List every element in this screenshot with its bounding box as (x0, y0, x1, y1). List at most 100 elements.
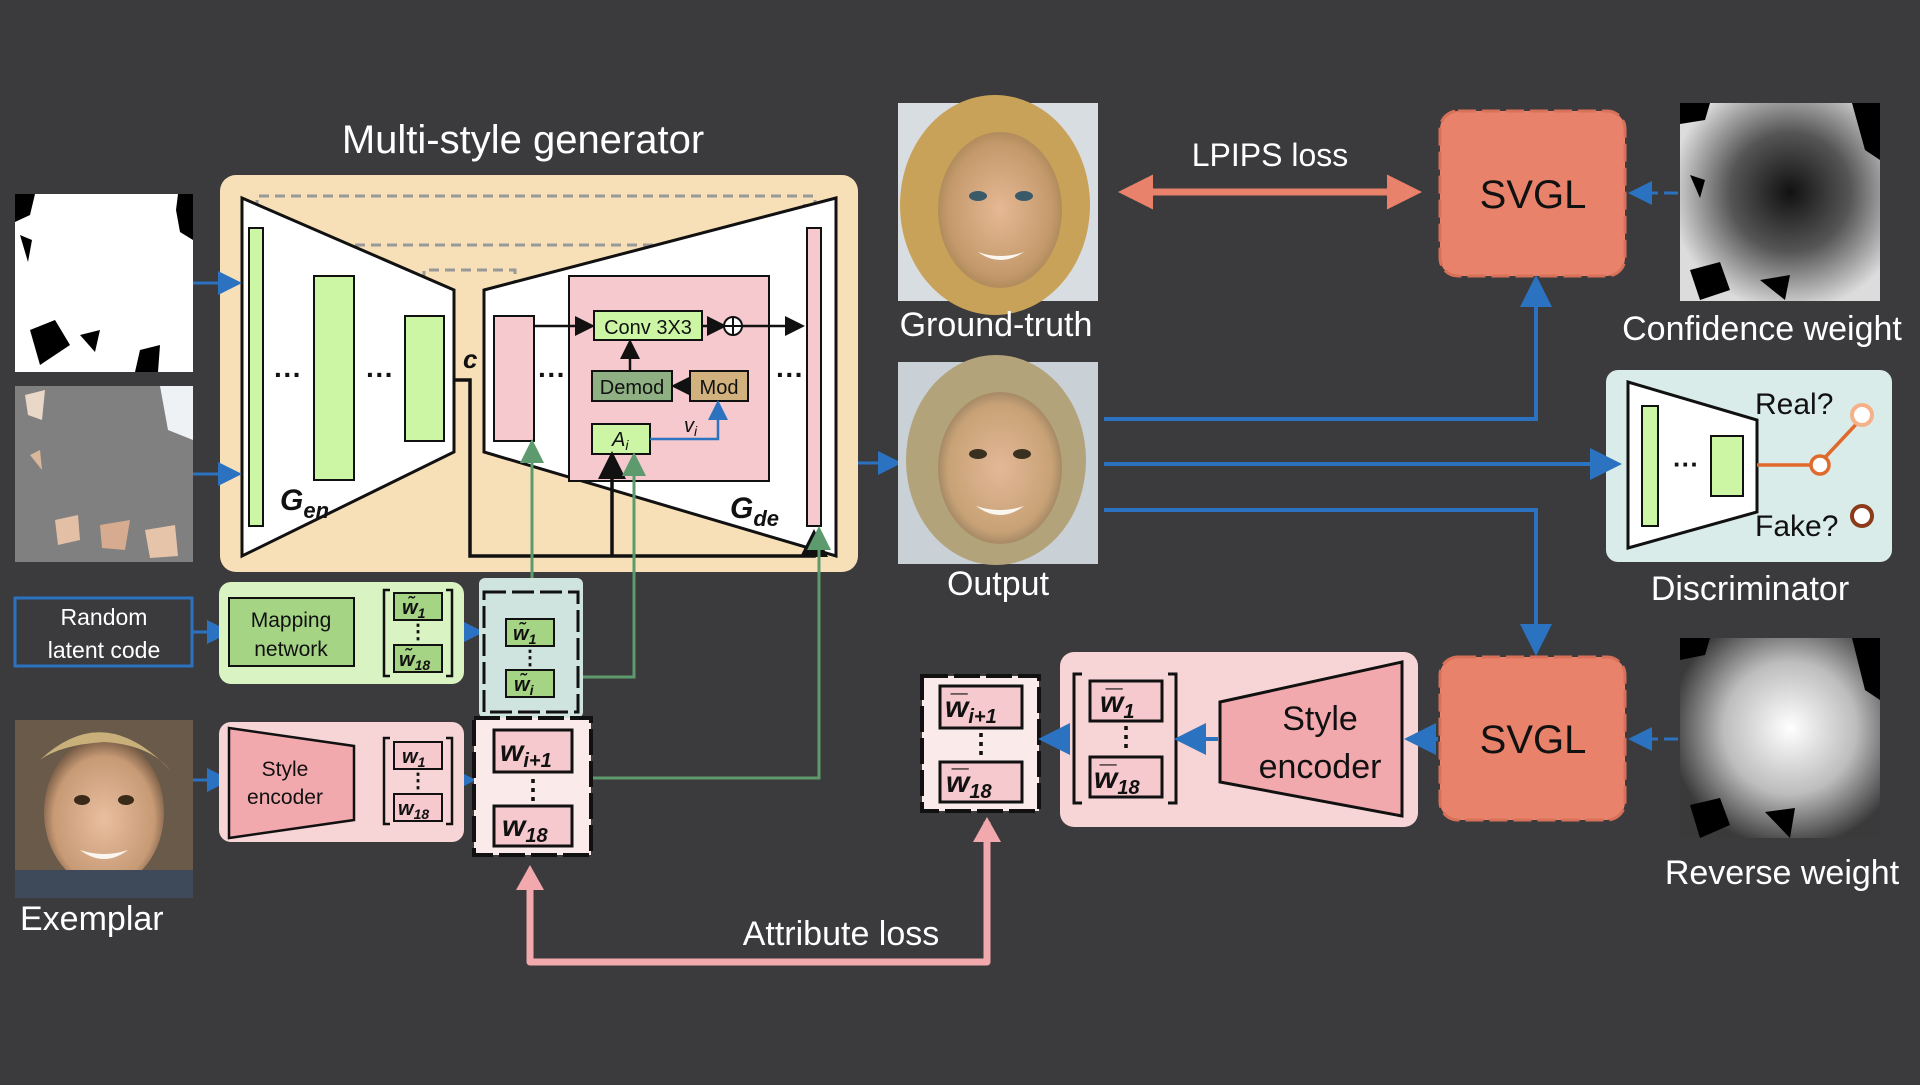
real-label: Real? (1755, 388, 1833, 421)
style-large-w18-box (1088, 755, 1164, 799)
mapping-w18-box (393, 644, 443, 673)
encoder-block-1 (248, 227, 264, 527)
v-label: vi (684, 415, 698, 439)
fake-label: Fake? (1755, 510, 1838, 543)
mapping-label-line2: network (254, 638, 328, 661)
encoder-dots-1: ··· (274, 359, 302, 390)
stack-vdots: ⋮ (968, 728, 994, 758)
attribute-loss-label: Attribute loss (743, 915, 940, 953)
output-image (898, 355, 1098, 565)
style-small-w1-box (393, 741, 443, 770)
discriminator-block-1 (1641, 405, 1659, 527)
style-large-bracket-left (1072, 672, 1082, 805)
exemplar-label: Exemplar (20, 900, 164, 938)
style-encoder-large-shape (1218, 660, 1404, 818)
decoder-dots-1: ··· (538, 359, 566, 390)
decoder-label: Gde (730, 492, 779, 531)
mapping-w1: w̃1 (402, 595, 426, 621)
decoder-block-1 (493, 315, 535, 442)
mapping-label-line1: Mapping (251, 609, 332, 632)
mapping-w1-box (393, 592, 443, 621)
mixed-w1: w̃1 (513, 621, 537, 647)
reverse-weight-label: Reverse weight (1665, 854, 1900, 892)
encoder-block-3 (404, 315, 445, 442)
style-encoder-small-line1: Style (262, 758, 309, 781)
style-block-arrows (534, 316, 805, 396)
real-terminal-icon (1850, 403, 1874, 427)
lpips-label: LPIPS loss (1192, 137, 1349, 173)
encoder-block-2 (313, 275, 355, 481)
style-large-w1: w̅1 (1100, 686, 1134, 723)
decoder-block-2 (806, 227, 822, 527)
style-small-bracket-right (446, 736, 454, 826)
ground-truth-image (898, 95, 1098, 315)
discriminator-dots: ··· (1673, 449, 1699, 479)
discriminator-block-2 (1710, 435, 1744, 497)
style-w18-large: w18 (502, 810, 548, 847)
mod-label: Mod (700, 377, 739, 399)
output-label: Output (947, 565, 1050, 603)
mapping-network-box (228, 597, 355, 667)
style-w18-large-box (492, 804, 574, 848)
affine-label: Ai (611, 429, 629, 453)
confidence-weight-label: Confidence weight (1622, 310, 1902, 348)
style-wi1-box (492, 728, 574, 774)
ground-truth-label: Ground-truth (900, 306, 1093, 344)
encoder-dots-2: ··· (366, 359, 394, 390)
generator-title: Multi-style generator (342, 118, 704, 162)
style-large-w1-box (1088, 679, 1164, 723)
mixed-w1-box (505, 618, 555, 647)
svgl-bottom-label: SVGL (1480, 718, 1587, 762)
mapping-vdots: ⋮ (408, 621, 428, 643)
svgl-bottom-box (1438, 655, 1627, 822)
style-encoder-large-line2: encoder (1259, 748, 1382, 786)
fake-terminal-icon (1850, 504, 1874, 528)
mixed-vdots: ⋮ (520, 647, 540, 669)
svgl-top-label: SVGL (1480, 173, 1587, 217)
reverse-weight-image (1680, 638, 1880, 838)
attribute-loss-head-right (973, 817, 1001, 842)
conv-label: Conv 3X3 (604, 317, 692, 339)
v-to-mod-arrow (650, 400, 728, 441)
style-small-w1: w1 (402, 746, 426, 770)
style-large-w18: w̅18 (1094, 762, 1140, 799)
mapping-w18: w̃18 (399, 647, 430, 673)
style-vdots-large: ⋮ (520, 774, 546, 804)
random-latent-label-line2: latent code (48, 637, 161, 663)
discriminator-shape (1626, 379, 1759, 550)
style-small-w18: w18 (398, 798, 429, 822)
random-latent-label-line1: Random (61, 604, 148, 630)
style-encoder-small-shape (227, 726, 356, 840)
attribute-loss-head-left (516, 865, 544, 890)
confidence-weight-image (1680, 103, 1880, 301)
stack-w18: w̅18 (946, 766, 992, 803)
encoder-label: Gen (280, 484, 329, 523)
style-wi1: wi+1 (500, 735, 552, 772)
style-encoder-small-line2: encoder (247, 786, 323, 809)
style-small-vdots: ⋮ (408, 770, 428, 792)
attribute-loss-arrow (526, 822, 991, 966)
style-encoder-large-line1: Style (1282, 700, 1358, 738)
decoder-dots-2: ··· (776, 359, 804, 390)
style-large-vdots: ⋮ (1113, 721, 1139, 751)
style-small-w18-box (393, 793, 443, 822)
stack-wi1: w̅i+1 (945, 691, 997, 728)
mapping-bracket-left (382, 588, 390, 678)
mixed-wi-box (505, 669, 555, 698)
exemplar-image (15, 720, 193, 898)
demod-label: Demod (600, 377, 664, 399)
mask-image (15, 194, 193, 372)
style-small-bracket-left (382, 736, 390, 826)
bottleneck-label: c (463, 344, 478, 374)
mixed-wi: w̃i (514, 672, 535, 698)
output-arrows (1104, 275, 1622, 656)
mixed-style-top-box (482, 590, 580, 714)
stack-wi1-box (938, 684, 1024, 730)
masked-face-image (15, 386, 193, 562)
stack-w18-box (938, 760, 1024, 804)
switch-pivot-icon (1809, 454, 1831, 476)
add-operator-cross (724, 317, 742, 335)
discriminator-label: Discriminator (1651, 570, 1849, 608)
